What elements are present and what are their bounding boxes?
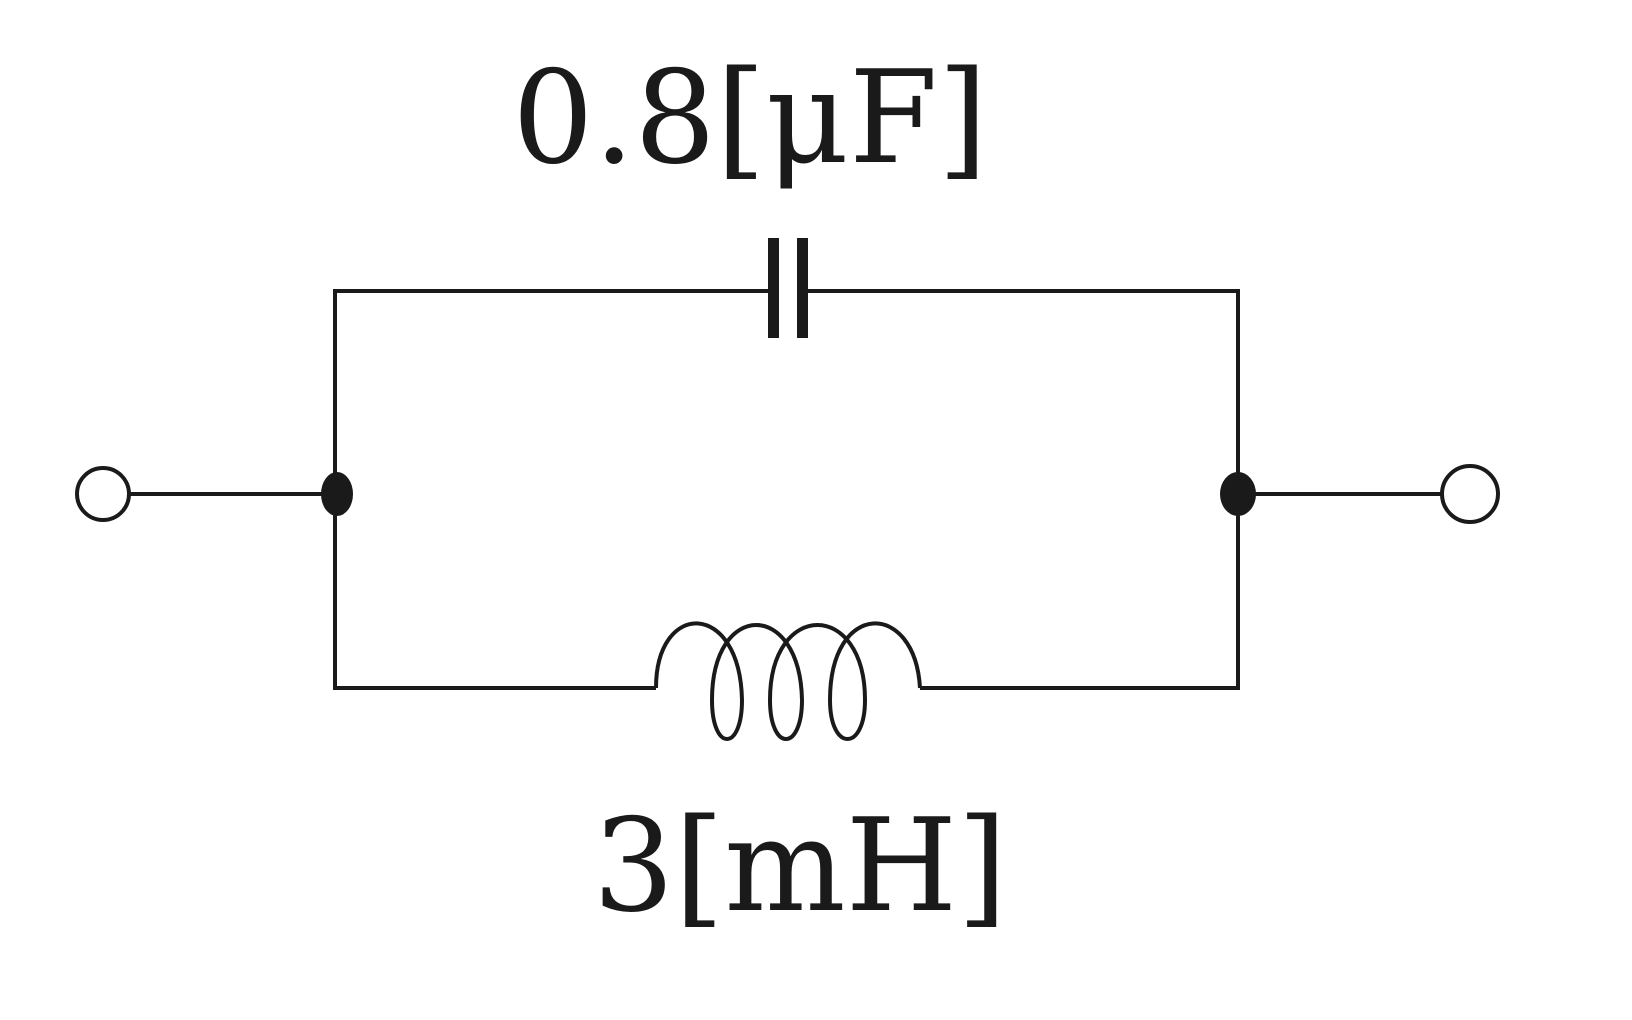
capacitor-label: 0.8[μF] bbox=[512, 44, 987, 193]
capacitor-plate-left bbox=[768, 238, 779, 338]
capacitor-plate-right bbox=[797, 238, 808, 338]
right-branch-wire bbox=[803, 289, 1240, 690]
right-junction-node bbox=[1220, 472, 1256, 516]
inductor-coil bbox=[654, 621, 922, 741]
left-junction-node bbox=[321, 472, 353, 516]
right-terminal bbox=[1440, 464, 1500, 524]
inductor-label: 3[mH] bbox=[593, 792, 1007, 941]
left-terminal bbox=[75, 466, 131, 522]
left-branch-wire bbox=[333, 289, 773, 690]
capacitor bbox=[768, 238, 808, 338]
